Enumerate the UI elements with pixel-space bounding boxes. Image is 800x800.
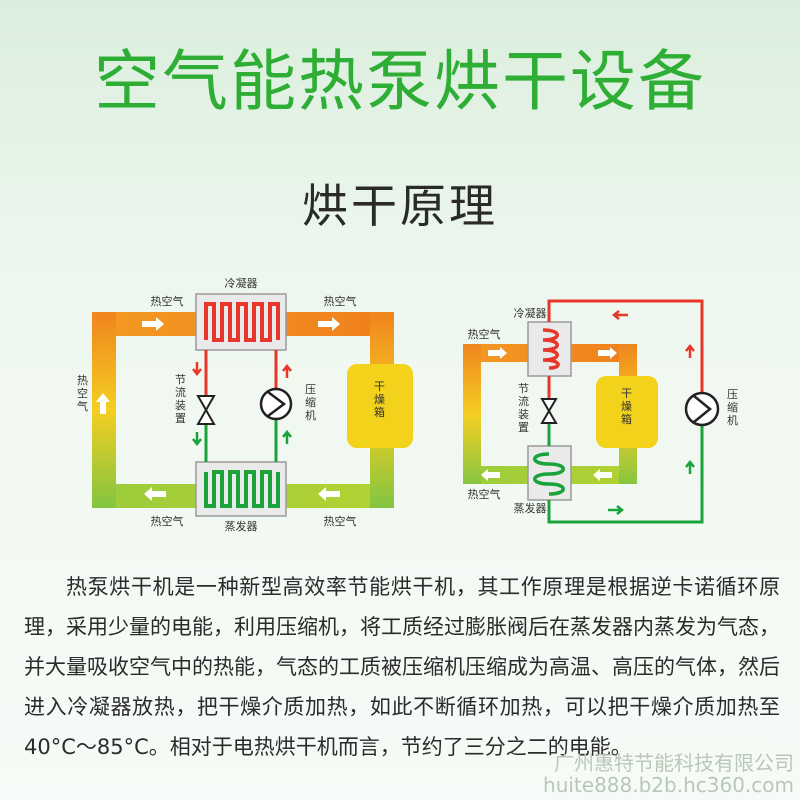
right-label-throttle: 节流装置 <box>518 382 529 434</box>
left-label-dryer: 干燥箱 <box>374 380 385 419</box>
right-evaporator <box>527 445 572 501</box>
left-label-hot-air-top-right: 热空气 <box>324 294 357 308</box>
right-condenser <box>527 321 572 377</box>
left-label-throttle: 节流装置 <box>175 373 186 425</box>
right-label-dryer: 干燥箱 <box>621 387 632 426</box>
right-label-hot-air-top: 热空气 <box>468 327 501 341</box>
left-dryer-box <box>347 364 413 448</box>
right-label-compressor: 压缩机 <box>727 388 738 427</box>
right-throttle-valve-icon <box>540 398 558 424</box>
right-compressor-icon <box>684 391 720 427</box>
heat-pump-diagram: 热空气 热空气 热空气 热空气 冷凝器 蒸发器 热空气 节流装置 压缩机 干燥箱 <box>77 276 738 533</box>
footer-url: huite888.b2b.hc360.com <box>543 773 794 797</box>
page-title: 空气能热泵烘干设备 <box>94 43 706 120</box>
left-condenser <box>195 293 287 351</box>
left-label-hot-air-bottom-left: 热空气 <box>151 514 184 528</box>
left-throttle-valve-icon <box>196 395 216 425</box>
section-subtitle: 烘干原理 <box>302 179 498 233</box>
right-label-condenser: 冷凝器 <box>514 306 547 320</box>
right-diagram <box>463 299 720 524</box>
left-diagram <box>92 293 413 517</box>
left-label-compressor: 压缩机 <box>305 383 316 422</box>
right-air-arrows <box>481 347 617 481</box>
footer-credit: 广州惠特节能科技有限公司 huite888.b2b.hc360.com <box>543 752 794 796</box>
left-label-hot-air-bottom-right: 热空气 <box>324 514 357 528</box>
left-label-hot-air-top-left: 热空气 <box>151 294 184 308</box>
right-refrigerant-pipes <box>547 299 704 524</box>
description-paragraph: 热泵烘干机是一种新型高效率节能烘干机，其工作原理是根据逆卡诺循环原理，采用少量的… <box>24 567 780 767</box>
right-label-hot-air-bottom: 热空气 <box>468 487 501 501</box>
right-label-evaporator: 蒸发器 <box>514 501 547 515</box>
left-evaporator <box>195 461 287 517</box>
right-dryer-box <box>596 376 658 448</box>
right-flow-arrows <box>608 310 695 515</box>
left-flow-arrows <box>192 362 292 447</box>
left-label-condenser: 冷凝器 <box>225 276 258 290</box>
left-air-arrows <box>96 317 340 501</box>
footer-company: 广州惠特节能科技有限公司 <box>554 751 794 775</box>
left-label-hot-air-side: 热空气 <box>77 374 88 413</box>
description-text: 热泵烘干机是一种新型高效率节能烘干机，其工作原理是根据逆卡诺循环原理，采用少量的… <box>24 575 780 759</box>
left-label-evaporator: 蒸发器 <box>225 519 258 533</box>
left-compressor-icon <box>259 387 293 421</box>
